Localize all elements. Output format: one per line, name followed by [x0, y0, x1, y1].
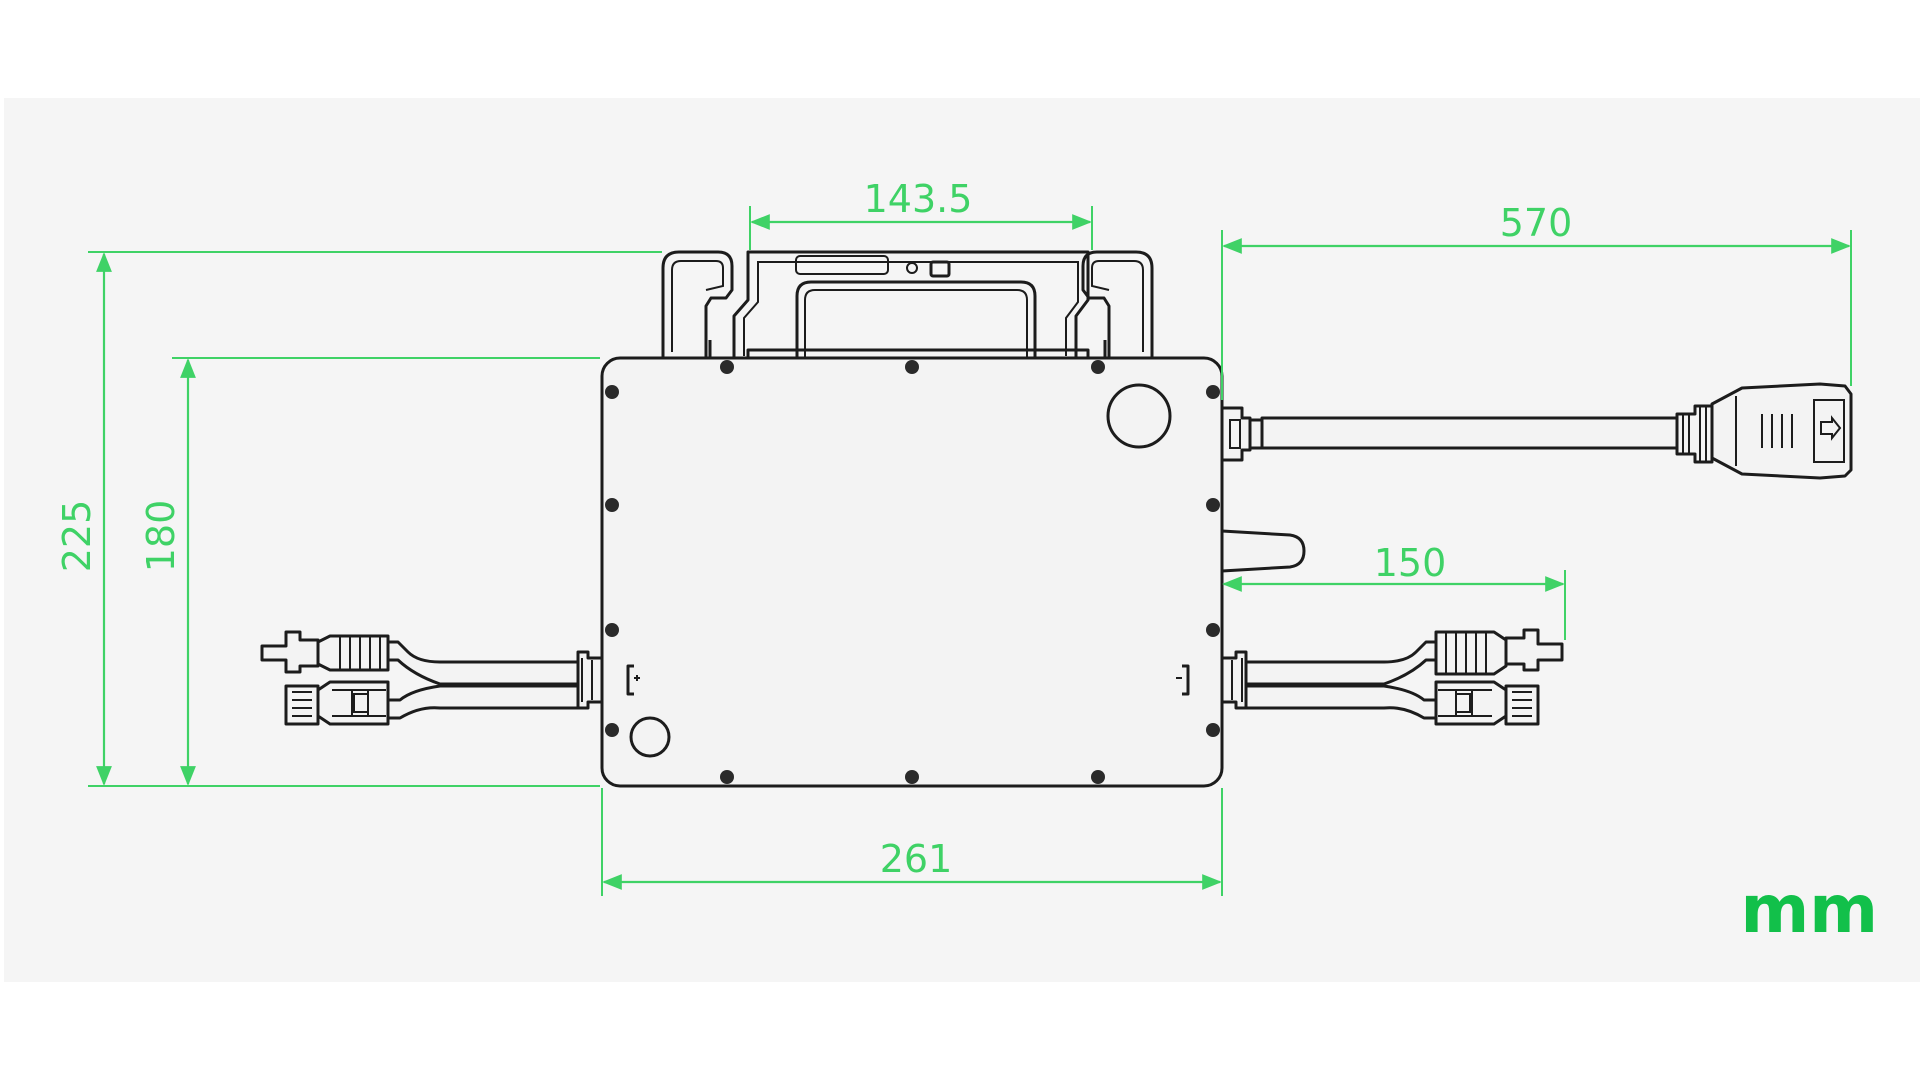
dimension-label-180: 180 [139, 500, 183, 573]
dimension-bracket-width: 143.5 [749, 177, 1093, 250]
unit-label: mm [1740, 871, 1878, 948]
ac-output-cable [1220, 382, 1853, 480]
mounting-bracket [661, 250, 1154, 357]
body-screws [605, 360, 1220, 784]
dc-polarity-mark-right [1176, 664, 1190, 696]
vent-circle-large [1106, 383, 1172, 449]
vent-circle-small [629, 716, 671, 758]
dc-polarity-mark-left [626, 664, 640, 696]
dimension-body-height: 180 [139, 357, 600, 786]
dimension-total-height: 225 [55, 251, 662, 787]
dimension-label-570: 570 [1500, 201, 1573, 245]
dimension-label-261: 261 [880, 837, 953, 881]
dimension-body-width: 261 [601, 788, 1223, 896]
dimension-label-225: 225 [55, 500, 99, 573]
dc-connectors-left [260, 630, 604, 726]
dimension-label-150: 150 [1374, 541, 1447, 585]
dimension-label-143-5: 143.5 [864, 177, 973, 221]
dimension-antenna-connector: 150 [1222, 541, 1566, 640]
dc-connectors-right [1220, 628, 1564, 726]
antenna [1220, 529, 1306, 573]
inverter-body [600, 356, 1224, 788]
dimension-ac-cable-length: 570 [1221, 201, 1852, 400]
